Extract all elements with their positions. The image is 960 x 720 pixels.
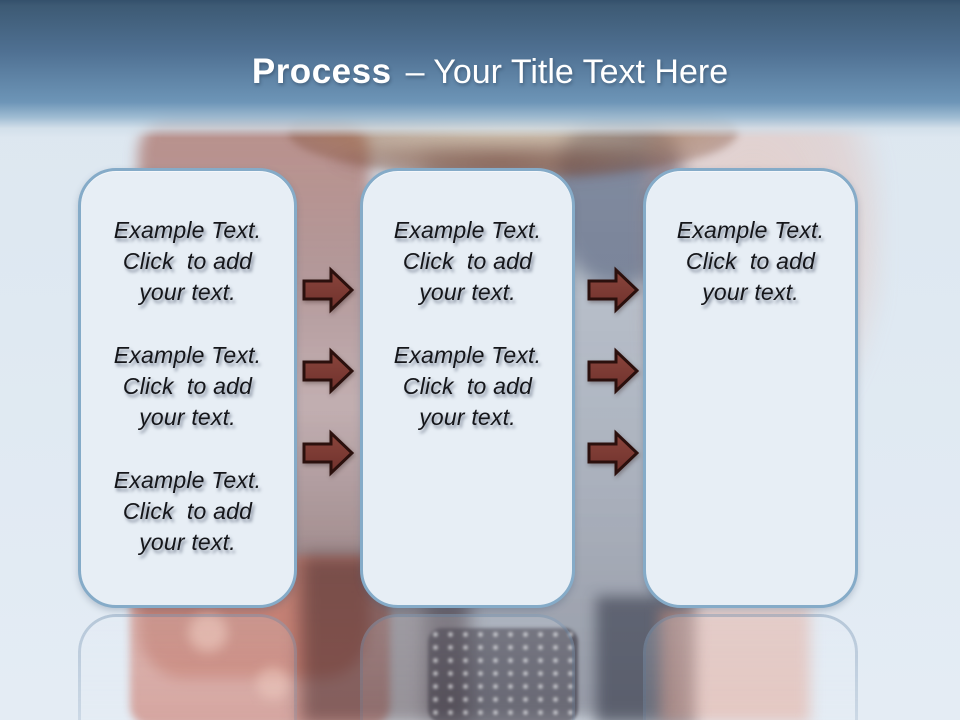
- placeholder-line: Click to add: [122, 373, 253, 399]
- text-placeholder[interactable]: Example Text. Click to add your text.: [81, 340, 294, 433]
- placeholder-line: your text.: [139, 529, 236, 555]
- box-reflection-2: [360, 614, 575, 720]
- arrow-right-icon: [587, 347, 639, 395]
- arrow-right-icon: [302, 266, 354, 314]
- placeholder-line: Click to add: [402, 373, 533, 399]
- page-title: Process – Your Title Text Here: [10, 52, 960, 92]
- placeholder-line: Example Text.: [393, 217, 542, 243]
- arrow-right-icon: [587, 429, 639, 477]
- title-subtitle: – Your Title Text Here: [405, 53, 729, 91]
- text-placeholder[interactable]: Example Text. Click to add your text.: [81, 215, 294, 308]
- process-box-1[interactable]: Example Text. Click to add your text. Ex…: [78, 168, 297, 608]
- placeholder-line: your text.: [419, 279, 516, 305]
- title-keyword: Process: [251, 52, 392, 91]
- placeholder-line: Example Text.: [113, 217, 262, 243]
- process-box-3-content: Example Text. Click to add your text.: [646, 171, 855, 308]
- placeholder-line: Click to add: [402, 248, 533, 274]
- placeholder-line: your text.: [419, 404, 516, 430]
- placeholder-line: Click to add: [685, 248, 816, 274]
- arrow-right-icon: [587, 266, 639, 314]
- text-placeholder[interactable]: Example Text. Click to add your text.: [363, 340, 572, 433]
- box-reflection-1: [78, 614, 297, 720]
- process-box-1-content: Example Text. Click to add your text. Ex…: [81, 171, 294, 558]
- process-box-2-content: Example Text. Click to add your text. Ex…: [363, 171, 572, 433]
- process-box-3[interactable]: Example Text. Click to add your text.: [643, 168, 858, 608]
- placeholder-line: your text.: [139, 279, 236, 305]
- photo-bottom-right-skin-shape: [660, 608, 810, 720]
- placeholder-line: Example Text.: [113, 342, 262, 368]
- placeholder-line: your text.: [702, 279, 799, 305]
- placeholder-line: Click to add: [122, 248, 253, 274]
- box-reflection-3: [643, 614, 858, 720]
- process-box-2[interactable]: Example Text. Click to add your text. Ex…: [360, 168, 575, 608]
- placeholder-line: Example Text.: [676, 217, 825, 243]
- placeholder-line: your text.: [139, 404, 236, 430]
- placeholder-line: Click to add: [122, 498, 253, 524]
- arrow-right-icon: [302, 347, 354, 395]
- placeholder-line: Example Text.: [393, 342, 542, 368]
- placeholder-line: Example Text.: [113, 467, 262, 493]
- arrow-right-icon: [302, 429, 354, 477]
- text-placeholder[interactable]: Example Text. Click to add your text.: [646, 215, 855, 308]
- text-placeholder[interactable]: Example Text. Click to add your text.: [363, 215, 572, 308]
- header-band: [0, 0, 960, 138]
- text-placeholder[interactable]: Example Text. Click to add your text.: [81, 465, 294, 558]
